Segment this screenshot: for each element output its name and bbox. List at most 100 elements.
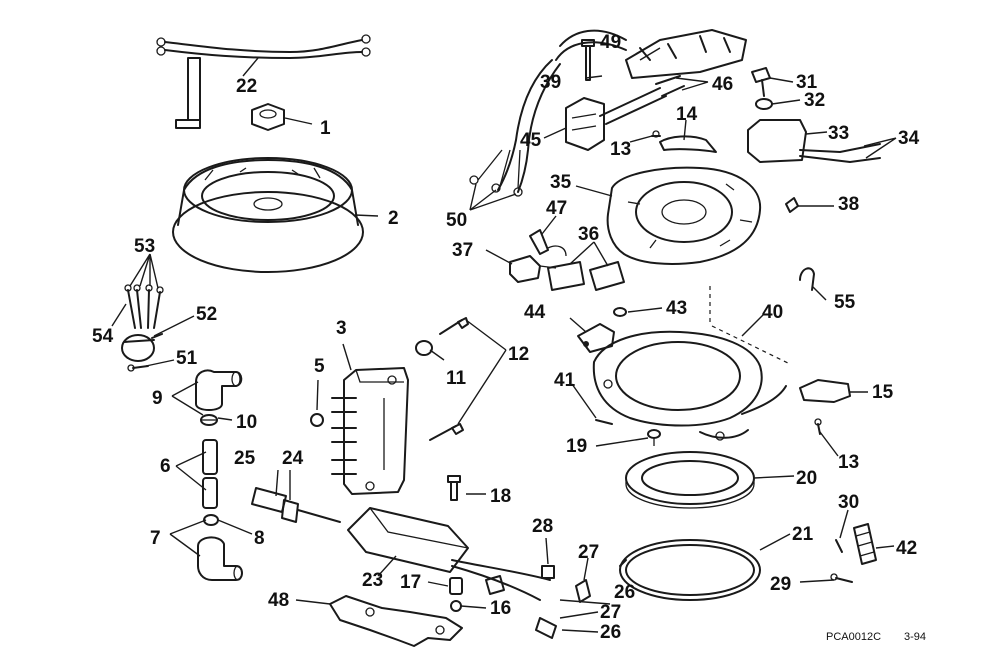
callout-37: 37 — [452, 240, 473, 261]
callout-32: 32 — [804, 90, 825, 111]
callout-18: 18 — [490, 486, 511, 507]
callout-25: 25 — [234, 448, 256, 469]
part-1-flywheel-nut — [251, 103, 285, 131]
assembly-guide-lines — [709, 286, 791, 365]
callout-41: 41 — [554, 370, 576, 391]
callout-50: 50 — [446, 210, 467, 231]
callout-26-upper: 26 — [614, 582, 635, 603]
callout-43: 43 — [666, 298, 687, 319]
callout-39: 39 — [540, 72, 561, 93]
callout-48: 48 — [268, 590, 289, 611]
part-45-sensor-coil — [565, 97, 605, 151]
part-49-sensor-coil-assembly — [555, 29, 747, 79]
callout-22: 22 — [236, 76, 257, 97]
callout-15: 15 — [872, 382, 894, 403]
footer-code: PCA0012C — [826, 631, 881, 643]
callout-54: 54 — [92, 326, 114, 347]
part-11-washer — [415, 340, 433, 356]
callout-55: 55 — [834, 292, 856, 313]
callout-13-upper: 13 — [610, 139, 631, 160]
callout-2: 2 — [388, 208, 399, 229]
callout-29: 29 — [770, 574, 791, 595]
callout-52: 52 — [196, 304, 217, 325]
part-21-retaining-ring — [619, 539, 761, 601]
part-46-wire-terminals — [599, 75, 685, 125]
part-48-mounting-plate — [329, 595, 463, 647]
callout-26-lower: 26 — [600, 622, 621, 643]
part-44-timer-base-connector — [577, 323, 615, 353]
callout-9: 9 — [152, 388, 163, 409]
callout-12: 12 — [508, 344, 529, 365]
callout-51: 51 — [176, 348, 198, 369]
part-39-screw — [581, 39, 595, 81]
part-13-screw-upper — [651, 130, 661, 138]
callout-6: 6 — [160, 456, 171, 477]
part-29-screw — [830, 573, 853, 583]
part-35-armature-plate — [606, 166, 762, 265]
callout-21: 21 — [792, 524, 814, 545]
callout-10: 10 — [236, 412, 257, 433]
part-38-screw — [785, 197, 799, 213]
callout-33: 33 — [828, 123, 849, 144]
part-10-spring — [200, 414, 218, 426]
part-42-terminal-block — [853, 523, 877, 565]
callout-20: 20 — [796, 468, 817, 489]
callout-19: 19 — [566, 436, 587, 457]
callout-40: 40 — [762, 302, 783, 323]
part-30-pin — [835, 539, 843, 553]
part-52-rectifier — [121, 333, 163, 362]
callout-5: 5 — [314, 356, 325, 377]
part-13-screw-lower — [814, 418, 822, 435]
callout-34: 34 — [898, 128, 920, 149]
callout-23: 23 — [362, 570, 383, 591]
callout-16: 16 — [490, 598, 511, 619]
part-17-bushing — [449, 577, 463, 595]
part-28-terminal — [541, 565, 555, 579]
part-16-washer — [450, 600, 462, 612]
part-27-connector — [485, 575, 591, 603]
part-53-terminal-leads — [124, 284, 164, 329]
callout-3: 3 — [336, 318, 347, 339]
callout-53: 53 — [134, 236, 155, 257]
callout-1: 1 — [320, 118, 331, 139]
part-9-spark-plug-boot — [195, 369, 243, 411]
part-19-screw — [647, 429, 661, 446]
part-47-spring-clip — [529, 229, 567, 257]
part-7-spark-plug-boot — [197, 536, 243, 581]
callout-46: 46 — [712, 74, 733, 95]
part-2-flywheel — [172, 157, 364, 273]
callout-14: 14 — [676, 104, 698, 125]
part-25-connector — [251, 487, 287, 513]
part-12-coil-screws — [429, 317, 469, 441]
callout-38: 38 — [838, 194, 859, 215]
part-24-plug — [281, 499, 341, 523]
callout-8: 8 — [254, 528, 265, 549]
callout-labels: 1 2 3 5 6 7 8 9 10 11 12 13 13 14 15 16 … — [92, 32, 920, 643]
callout-49: 49 — [600, 32, 621, 53]
callout-36: 36 — [578, 224, 599, 245]
callout-45: 45 — [520, 130, 542, 151]
part-56-clip — [799, 267, 815, 291]
callout-35: 35 — [550, 172, 572, 193]
callout-7: 7 — [150, 528, 161, 549]
part-26-terminal-ends — [535, 617, 557, 639]
part-40-timer-base — [592, 330, 787, 441]
callout-44: 44 — [524, 302, 546, 323]
callout-24: 24 — [282, 448, 304, 469]
callout-47: 47 — [546, 198, 567, 219]
callout-42: 42 — [896, 538, 917, 559]
part-31-screw — [751, 67, 771, 97]
part-8-clip — [203, 514, 219, 526]
part-33-switch-box — [747, 119, 881, 163]
callout-30: 30 — [838, 492, 859, 513]
part-50-wire-harness — [469, 59, 561, 197]
callout-17: 17 — [400, 572, 421, 593]
callout-13-lower: 13 — [838, 452, 859, 473]
part-3-ignition-coil — [331, 367, 409, 495]
callout-28: 28 — [532, 516, 553, 537]
callout-31: 31 — [796, 72, 818, 93]
callout-27-upper: 27 — [578, 542, 599, 563]
footer: PCA0012C 3-94 — [826, 631, 926, 643]
leader-lines — [111, 47, 897, 633]
